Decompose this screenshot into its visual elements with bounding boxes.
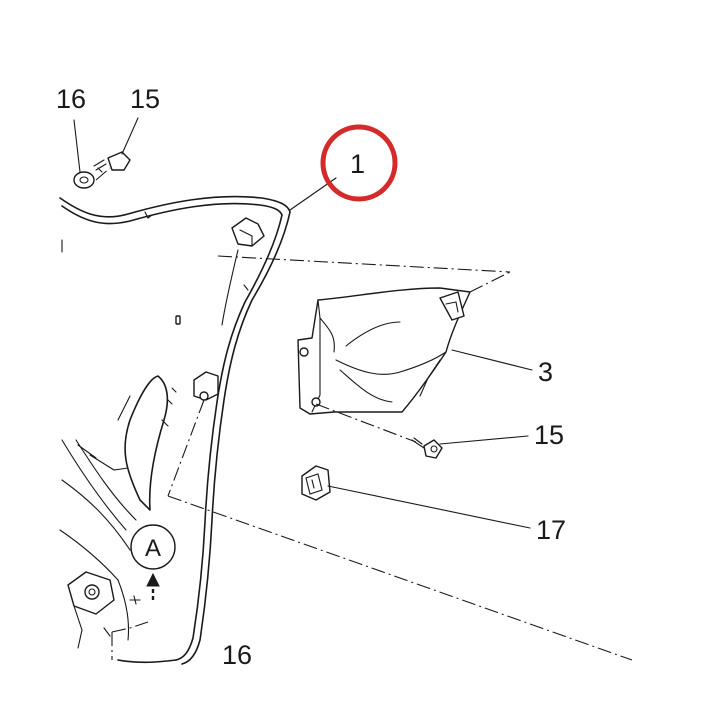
cover-part-3 (297, 287, 471, 415)
callout-a: A (145, 535, 161, 562)
assembly-lines (95, 167, 633, 661)
screw-15-top (93, 151, 131, 173)
callout-3: 3 (538, 357, 553, 387)
callout-15-top: 15 (130, 84, 160, 114)
view-arrow-a (130, 524, 176, 600)
leader-lines (73, 117, 533, 529)
callout-15-right: 15 (534, 420, 564, 450)
callout-1: 1 (350, 149, 365, 179)
washer-16-top (73, 171, 95, 189)
screw-15-right (411, 437, 443, 459)
callout-16-top: 16 (56, 84, 86, 114)
highlight-circle (320, 124, 398, 202)
main-panel-part-1 (59, 195, 291, 665)
callout-17: 17 (536, 515, 566, 545)
callout-16-bottom: 16 (222, 640, 252, 670)
clip-17 (301, 465, 331, 501)
